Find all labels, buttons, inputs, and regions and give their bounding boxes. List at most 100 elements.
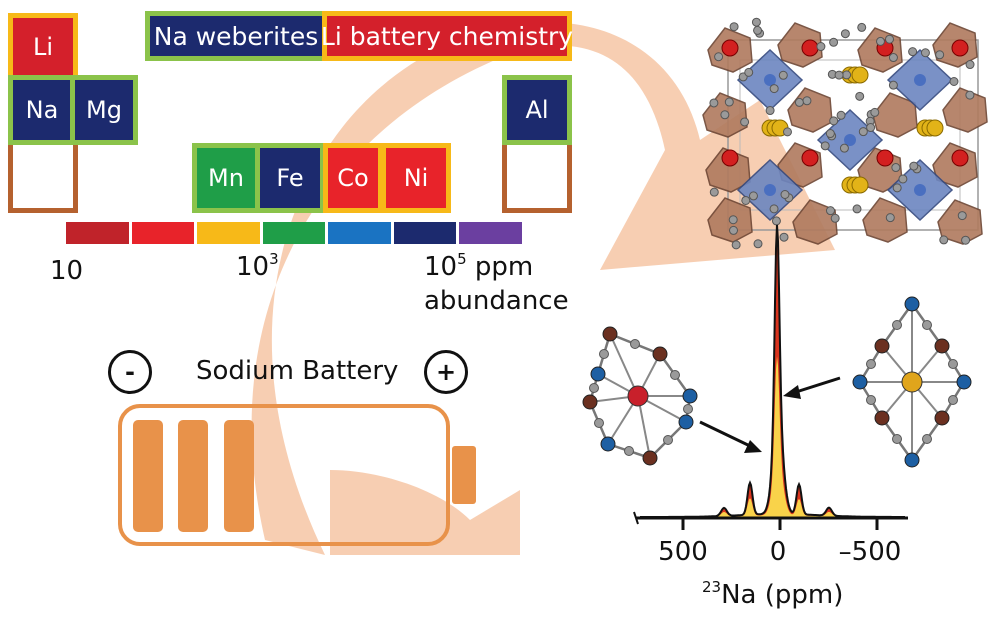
atom: [630, 339, 640, 349]
atom: [926, 119, 944, 137]
atom: [922, 320, 932, 330]
atom: [951, 149, 969, 167]
element-symbol: Fe: [276, 164, 304, 192]
atom: [920, 48, 930, 58]
atom: [670, 370, 680, 380]
atom: [949, 77, 959, 87]
na-weberites-banner: Na weberites: [145, 11, 327, 61]
atom: [753, 239, 763, 249]
atom: [590, 366, 606, 382]
element-symbol: Mg: [86, 96, 122, 124]
atom: [663, 435, 673, 445]
atom: [709, 187, 719, 197]
atom: [721, 39, 739, 57]
banner-label: Na weberites: [153, 21, 319, 51]
molecule-left-image: [582, 326, 698, 466]
element-symbol: Co: [337, 164, 369, 192]
atom: [582, 394, 598, 410]
atom: [771, 216, 781, 226]
axis-tick-label: 0: [769, 537, 787, 567]
color-bar-segment: [262, 222, 326, 244]
atom: [852, 374, 868, 390]
atom: [780, 189, 790, 199]
abundance-color-bar: [66, 222, 523, 244]
color-bar-segment: [197, 222, 260, 244]
atom: [892, 320, 902, 330]
atom: [741, 195, 751, 205]
element-symbol: Na: [25, 96, 59, 124]
atom: [914, 74, 926, 86]
atom: [627, 385, 649, 407]
atom: [965, 90, 975, 100]
atom: [852, 204, 862, 214]
axis-break: [633, 511, 639, 525]
atom: [904, 452, 920, 468]
scale-exponent: 3: [269, 250, 279, 268]
abundance-caption: abundance: [424, 286, 569, 316]
axis-label-text: Na (ppm): [721, 580, 844, 610]
atom: [888, 53, 898, 63]
scale-label-10: 10: [50, 256, 83, 286]
atom: [594, 418, 604, 428]
atom: [961, 235, 971, 245]
element-tile-fe: Fe: [255, 143, 325, 213]
scale-label-1e5: 105 ppm: [424, 250, 533, 282]
atom: [801, 39, 819, 57]
atom: [939, 235, 949, 245]
atom: [779, 232, 789, 242]
atom: [714, 52, 724, 62]
atom: [721, 149, 739, 167]
battery-icon: [118, 404, 450, 546]
atom: [624, 446, 634, 456]
atom: [844, 134, 856, 146]
atom: [825, 206, 835, 216]
atom: [876, 149, 894, 167]
minus-symbol: -: [125, 358, 135, 386]
color-bar-segment: [66, 222, 129, 244]
atom: [802, 96, 812, 106]
pointer-arrow: [783, 376, 841, 399]
atom: [801, 149, 819, 167]
atom: [729, 22, 739, 32]
atom: [909, 161, 919, 171]
battery-charge-bar: [178, 420, 208, 532]
atom: [956, 374, 972, 390]
scale-exponent: 5: [457, 250, 467, 268]
atom: [935, 50, 945, 60]
atom: [914, 184, 926, 196]
battery-charge-bar: [224, 420, 254, 532]
atom: [904, 296, 920, 312]
atom: [934, 410, 950, 426]
battery-title: Sodium Battery: [196, 356, 399, 386]
scale-label-1e3: 103: [236, 250, 279, 282]
atom: [829, 37, 839, 47]
atom: [857, 22, 867, 32]
scale-base: 10: [424, 252, 458, 282]
atom: [901, 371, 923, 393]
color-bar-segment: [328, 222, 391, 244]
atom: [728, 215, 738, 225]
crystal-polyhedron: [787, 87, 833, 133]
atom: [682, 388, 698, 404]
atom: [874, 410, 890, 426]
atom: [724, 97, 734, 107]
atom: [965, 60, 975, 70]
atom: [892, 434, 902, 444]
atom: [678, 414, 694, 430]
atom: [842, 70, 852, 80]
atom: [888, 80, 898, 90]
atom: [748, 191, 758, 201]
axis-tick-label: –500: [838, 537, 902, 567]
atom: [851, 176, 869, 194]
atom: [599, 349, 609, 359]
atom: [874, 338, 890, 354]
element-tile-al: Al: [502, 75, 572, 145]
atom: [753, 25, 763, 35]
atom: [600, 436, 616, 452]
pointer-arrow: [699, 420, 762, 453]
scale-base: 10: [236, 252, 270, 282]
atom: [948, 359, 958, 369]
color-bar-segment: [393, 222, 457, 244]
atom: [858, 127, 868, 137]
color-bar-segment: [131, 222, 195, 244]
